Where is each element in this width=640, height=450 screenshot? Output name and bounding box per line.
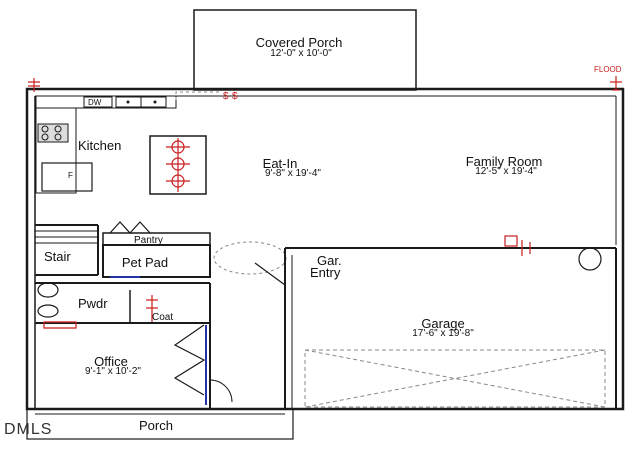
electrical-marker-powder (146, 295, 158, 322)
covered-porch-dims: 12'-0" x 10'-0" (270, 48, 332, 59)
family-room-dims: 12'-5" x 19'-4" (475, 166, 537, 177)
electrical-marker-garage (504, 235, 531, 256)
eat-in-label: Eat-In (262, 156, 298, 171)
garage-label: Garage (421, 316, 465, 331)
powder-label: Pwdr (78, 296, 108, 311)
burner-3 (54, 125, 62, 133)
coat-label: Coat (152, 312, 174, 323)
sink-drain-right (153, 100, 157, 104)
vanity-sink (37, 304, 59, 318)
kitchen-island (149, 135, 207, 195)
stair-treads (35, 230, 98, 244)
garage-entry-door (254, 262, 286, 286)
office-dims: 9'-1" x 10'-2" (85, 366, 141, 377)
kitchen-counter (35, 95, 177, 109)
covered-porch-label: Covered Porch (255, 35, 343, 50)
island-pendant-lights (166, 138, 190, 192)
office-bifold-door (173, 324, 206, 396)
water-heater (578, 247, 602, 271)
flood-label: FLOOD (594, 65, 622, 74)
gar-entry-label-line1: Gar. (317, 253, 342, 268)
house-exterior-wall (25, 87, 625, 411)
electrical-marker-office (43, 321, 77, 329)
eat-in-dims: 9'-8" x 19'-4" (265, 168, 321, 179)
burner-4 (54, 133, 62, 141)
family-room-label: Family Room (465, 154, 543, 169)
office-label: Office (94, 354, 128, 369)
left-counter (35, 107, 77, 194)
front-door-swing (209, 379, 233, 403)
kitchen-label: Kitchen (78, 138, 122, 153)
refrigerator (41, 162, 93, 192)
garage-dims: 17'-6" x 19'-8" (412, 328, 474, 339)
toilet (37, 282, 59, 298)
porch-label: Porch (139, 418, 173, 433)
wiring-run (175, 91, 222, 100)
burner-2 (41, 133, 49, 141)
garage-door-diag-2 (304, 349, 606, 408)
gar-entry-label-line2: Entry (310, 265, 341, 280)
pet-pad-label: Pet Pad (121, 255, 169, 270)
garage-door-diag-1 (304, 349, 606, 408)
garage-door-dashed (304, 349, 606, 408)
pantry-label: Pantry (134, 235, 163, 246)
stair-label: Stair (44, 249, 71, 264)
pantry-doors (109, 221, 151, 234)
electrical-marker-flood (610, 76, 622, 91)
pet-pad-outline (102, 244, 211, 278)
front-porch-outline (26, 408, 294, 440)
fridge-label: F (68, 171, 73, 180)
sink-drain-left (126, 100, 130, 104)
burner-1 (41, 125, 49, 133)
dishwasher (83, 96, 113, 108)
electrical-marker-kitchen (28, 78, 40, 92)
hall-ceiling-dashed (213, 241, 287, 275)
dishwasher-label: DW (88, 98, 102, 107)
switch-symbol-2: $ (232, 91, 238, 102)
mls-watermark: DMLS (4, 421, 53, 438)
switch-symbol-1: $ (223, 91, 229, 102)
